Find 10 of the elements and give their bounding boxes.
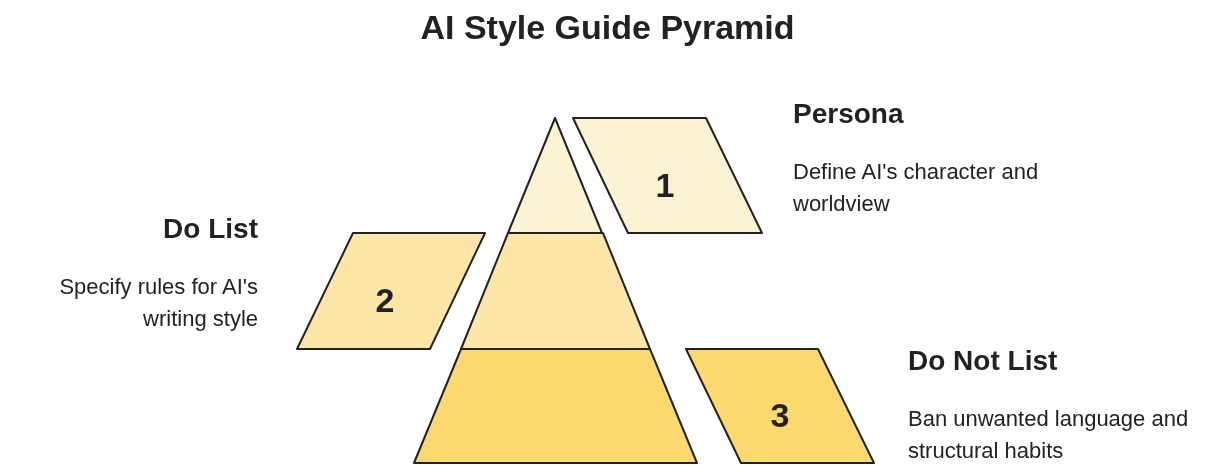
step-description: Define AI's character and worldview xyxy=(793,158,1040,218)
step-number: 2 xyxy=(375,280,395,320)
step-number: 3 xyxy=(770,395,790,435)
step-description: Ban unwanted language and structural habits xyxy=(908,405,1190,465)
step-heading: Do List xyxy=(162,213,258,245)
step-description: Specify rules for AI's writing style xyxy=(58,273,258,333)
step-number: 1 xyxy=(655,165,675,205)
diagram-title: AI Style Guide Pyramid xyxy=(419,8,796,47)
step-heading: Persona xyxy=(793,98,905,130)
step-heading: Do Not List xyxy=(908,345,1059,377)
